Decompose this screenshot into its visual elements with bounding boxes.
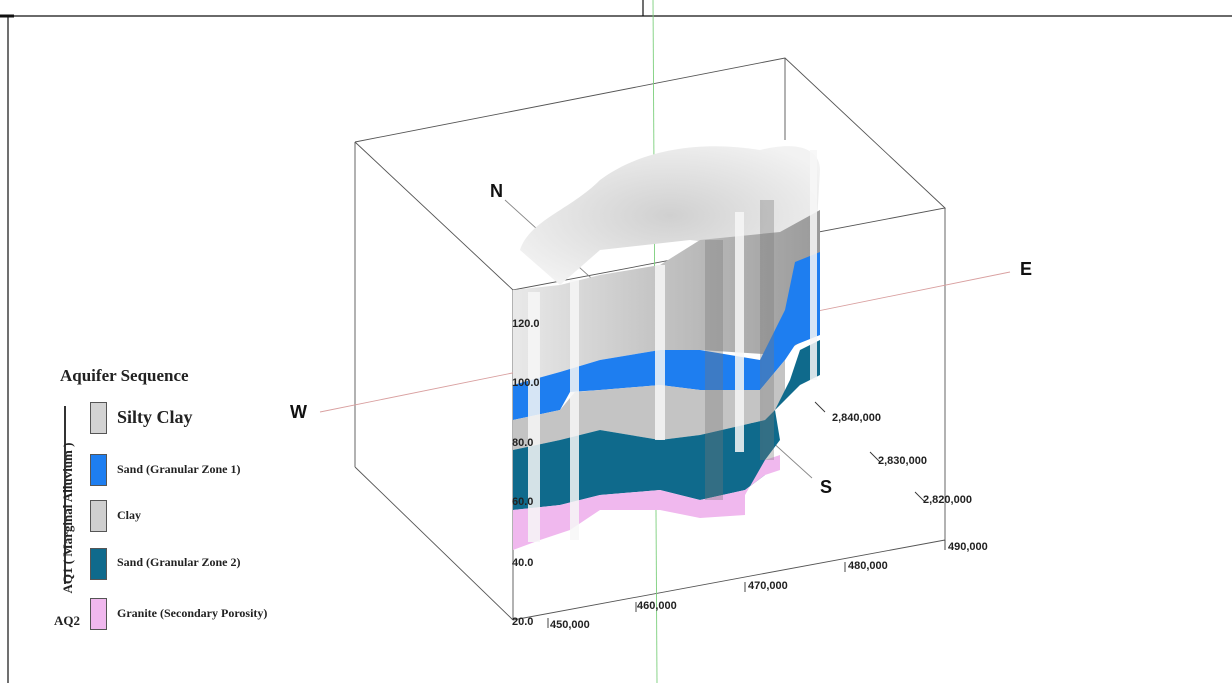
column-shadows — [705, 200, 774, 500]
direction-labels: N E W S — [290, 181, 1032, 497]
easting-tick: 470,000 — [748, 580, 788, 592]
aq1-group-label: AQ1 ( Marginal Alluvium ) — [60, 442, 75, 594]
easting-tick: 490,000 — [948, 541, 988, 553]
z-axis: 120.0 100.0 80.0 60.0 40.0 20.0 — [512, 318, 540, 628]
northing-tick: 2,830,000 — [878, 455, 927, 467]
northing-tick: 2,840,000 — [832, 412, 881, 424]
aquifer-block — [513, 146, 820, 550]
tick-marks — [547, 401, 946, 628]
z-tick: 20.0 — [512, 616, 533, 628]
easting-tick: 450,000 — [550, 619, 590, 631]
granite-layer — [513, 455, 780, 550]
legend-title: Aquifer Sequence — [60, 366, 189, 385]
surface-top — [520, 146, 820, 285]
silty-clay-swatch — [90, 402, 107, 434]
z-tick: 120.0 — [512, 318, 540, 330]
clay-label: Clay — [117, 508, 141, 522]
sand-zone-1-label: Sand (Granular Zone 1) — [117, 462, 241, 476]
south-label: S — [820, 477, 832, 497]
northing-tick: 2,820,000 — [923, 494, 972, 506]
sand-zone-2-swatch — [90, 548, 107, 580]
clay-swatch — [90, 500, 107, 532]
aq1-bracket — [64, 406, 66, 584]
northing-axis: 2,840,000 2,830,000 2,820,000 — [832, 412, 972, 506]
easting-tick: 480,000 — [848, 560, 888, 572]
z-tick: 100.0 — [512, 377, 540, 389]
sand-zone-2-label: Sand (Granular Zone 2) — [117, 555, 241, 569]
column-highlights — [528, 150, 817, 542]
z-tick: 60.0 — [512, 496, 533, 508]
west-label: W — [290, 402, 307, 422]
north-label: N — [490, 181, 503, 201]
easting-axis: 450,000 460,000 470,000 480,000 490,000 — [550, 541, 988, 631]
legend: Aquifer Sequence AQ1 ( Marginal Alluvium… — [50, 362, 300, 662]
silty-clay-label: Silty Clay — [117, 407, 193, 427]
clay-layer — [513, 360, 785, 450]
sand-zone-2-layer — [513, 340, 820, 510]
z-tick: 80.0 — [512, 437, 533, 449]
granite-swatch — [90, 598, 107, 630]
aq2-group-label: AQ2 — [54, 613, 80, 628]
granite-label: Granite (Secondary Porosity) — [117, 606, 268, 620]
east-label: E — [1020, 259, 1032, 279]
easting-tick: 460,000 — [637, 600, 677, 612]
z-tick: 40.0 — [512, 557, 533, 569]
sand-zone-1-swatch — [90, 454, 107, 486]
